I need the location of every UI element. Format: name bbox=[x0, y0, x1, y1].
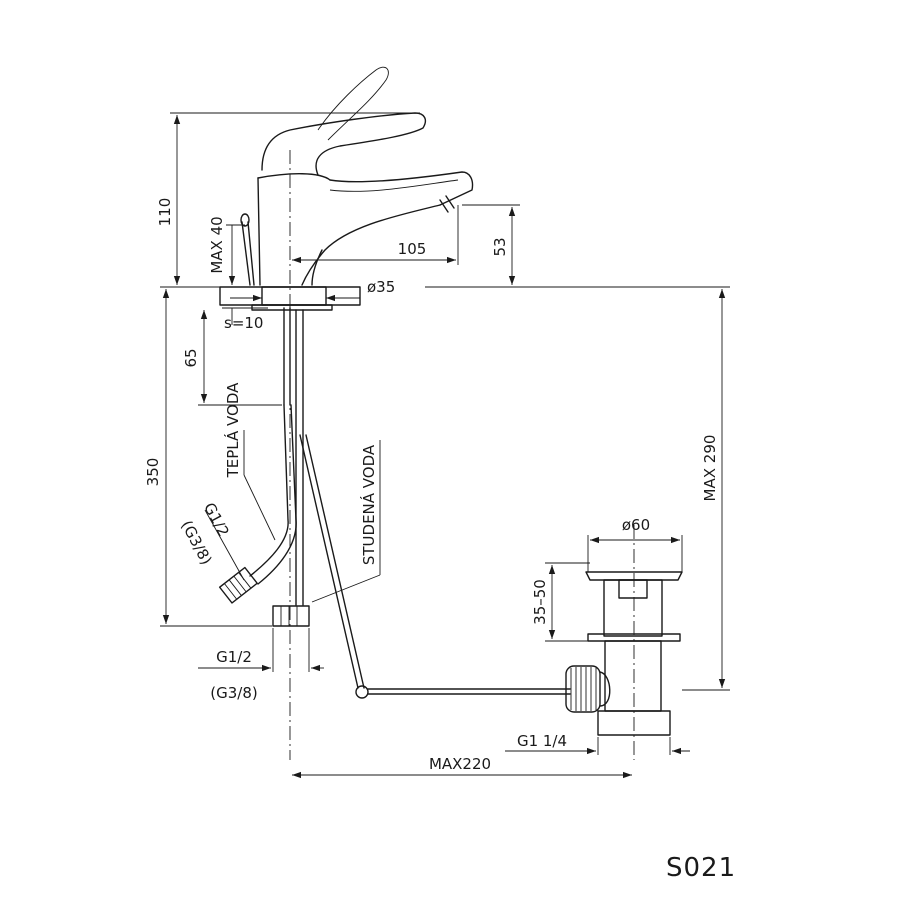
dim-max290: MAX 290 bbox=[701, 435, 719, 502]
pop-up-rod bbox=[299, 434, 571, 699]
faucet-body bbox=[240, 66, 474, 286]
label-tepla-voda: TEPLÁ VODA bbox=[223, 382, 242, 479]
dim-65: 65 bbox=[182, 348, 200, 367]
drain-assembly bbox=[565, 571, 683, 736]
dim-35-50: 35–50 bbox=[531, 579, 549, 625]
dim-s10: s=10 bbox=[224, 314, 263, 332]
dim-350: 350 bbox=[144, 458, 162, 487]
dim-53: 53 bbox=[491, 237, 509, 256]
dim-110: 110 bbox=[156, 198, 174, 227]
model-code: S021 bbox=[666, 853, 736, 883]
dim-max220: MAX220 bbox=[429, 755, 491, 773]
dim-g12-bottom: G1/2 bbox=[216, 648, 252, 666]
dimension-text: 110 MAX 40 105 53 ø35 s=10 65 350 MAX 29… bbox=[144, 198, 719, 773]
dim-g12-left: G1/2 bbox=[200, 500, 233, 540]
dim-105: 105 bbox=[398, 240, 427, 258]
dim-d35: ø35 bbox=[367, 278, 395, 296]
supply-hoses bbox=[218, 307, 310, 627]
dim-d60: ø60 bbox=[622, 516, 650, 534]
dim-g114: G1 1/4 bbox=[517, 732, 567, 750]
dim-g38-bottom: (G3/8) bbox=[210, 684, 257, 702]
dimension-lines bbox=[160, 112, 730, 779]
label-studena-voda: STUDENÁ VODA bbox=[359, 444, 378, 565]
dim-max40: MAX 40 bbox=[208, 216, 226, 273]
